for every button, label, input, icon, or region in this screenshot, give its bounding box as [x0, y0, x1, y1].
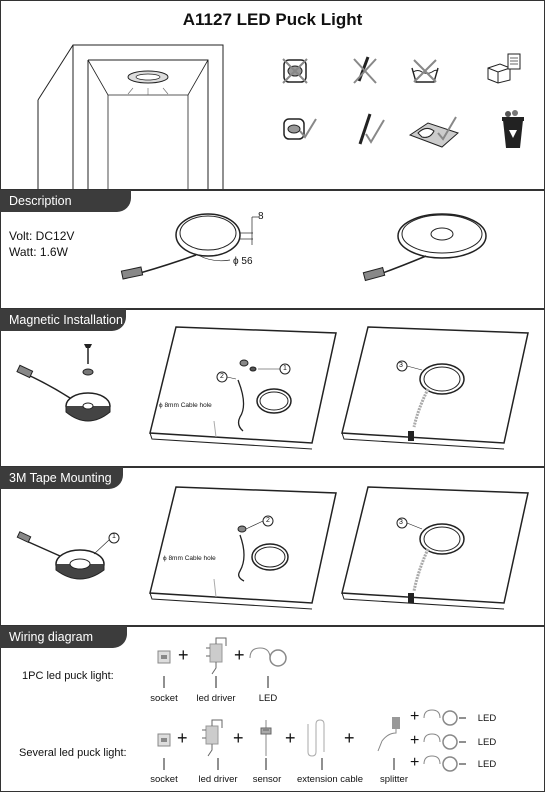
wiring-tab: Wiring diagram	[0, 626, 127, 648]
row2-label-extension: extension cable	[296, 774, 364, 785]
diameter-dimension: ϕ 56	[233, 256, 253, 267]
plus-5: +	[285, 728, 296, 748]
led-driver-icon	[206, 637, 227, 675]
no-hardwire-ceiling-icon	[282, 58, 308, 84]
row2-leader-lines	[163, 758, 395, 770]
wiring-divider	[0, 625, 545, 627]
package-icon	[487, 53, 521, 84]
plus-1: +	[178, 645, 189, 665]
sensor-icon	[260, 720, 272, 756]
callout-3-tape: 3	[399, 519, 403, 526]
watt-spec: Watt: 1.6W	[9, 245, 68, 259]
cable-hole-label: ϕ 8mm Cable hole	[159, 402, 212, 409]
row1-label-driver: led driver	[196, 693, 236, 704]
cabinet-illustration	[37, 44, 224, 190]
description-divider	[0, 189, 545, 191]
row1-label-led: LED	[258, 693, 278, 704]
svg-text:+: +	[410, 708, 419, 725]
plus-2: +	[234, 645, 245, 665]
tape-puck-with-callout	[16, 531, 120, 580]
led-output-2-icon: +	[410, 732, 466, 750]
magnetic-puck-exploded	[16, 344, 111, 422]
callout-3-magnetic: 3	[399, 362, 403, 369]
callout-1-tape: 1	[112, 533, 116, 540]
puck-light-dimension-drawing	[120, 213, 258, 280]
led-output-3-icon: +	[410, 754, 466, 772]
row2-label-sensor: sensor	[252, 774, 282, 785]
plus-3: +	[177, 728, 188, 748]
recycle-bin-icon	[502, 110, 524, 148]
callout-2-tape: 2	[266, 517, 270, 524]
description-tab: Description	[0, 190, 131, 212]
row1-label-socket: socket	[150, 693, 178, 704]
tape-panel-step1	[149, 486, 337, 610]
row2-label-splitter: splitter	[380, 774, 408, 785]
led-output-3-label: LED	[477, 759, 497, 770]
plus-6: +	[344, 728, 355, 748]
magnetic-tab: Magnetic Installation	[0, 309, 126, 331]
row2-label-socket: socket	[150, 774, 178, 785]
cable-hole-label-tape: ϕ 8mm Cable hole	[163, 555, 216, 562]
led-output-1-label: LED	[477, 713, 497, 724]
callout-2-magnetic: 2	[220, 373, 224, 380]
led-output-1-icon: +	[410, 708, 466, 726]
callout-1-magnetic: 1	[283, 365, 287, 372]
several-puck-label: Several led puck light:	[19, 747, 127, 759]
tape-tab: 3M Tape Mounting	[0, 467, 123, 489]
tape-panel-step2	[341, 486, 529, 610]
led-icon	[249, 647, 287, 667]
led-output-2-label: LED	[477, 737, 497, 748]
extension-cable-icon	[307, 719, 325, 757]
cleaning-cloth-icon	[408, 116, 459, 148]
magnetic-divider	[0, 308, 545, 310]
svg-text:+: +	[410, 754, 419, 771]
tape-divider	[0, 466, 545, 468]
svg-text:+: +	[410, 732, 419, 749]
no-wash-icon	[411, 59, 439, 83]
single-puck-label: 1PC led puck light:	[22, 670, 114, 682]
ceiling-mount-ok-icon	[283, 118, 317, 140]
row2-label-driver: led driver	[198, 774, 238, 785]
volt-spec: Volt: DC12V	[9, 229, 75, 243]
height-dimension: 8	[258, 211, 264, 222]
screwdriver-ok-icon	[358, 113, 385, 145]
splitter-icon	[377, 717, 400, 752]
led-driver-icon-2	[202, 719, 223, 757]
socket-icon-2	[157, 733, 171, 747]
magnetic-panel-step2	[341, 326, 529, 450]
no-screwdriver-icon	[353, 56, 377, 84]
row1-leader-lines	[163, 676, 269, 688]
magnetic-panel-step1	[149, 326, 337, 450]
plus-4: +	[233, 728, 244, 748]
page-title: A1127 LED Puck Light	[182, 10, 363, 29]
puck-light-perspective	[362, 213, 487, 282]
socket-icon	[157, 650, 171, 664]
